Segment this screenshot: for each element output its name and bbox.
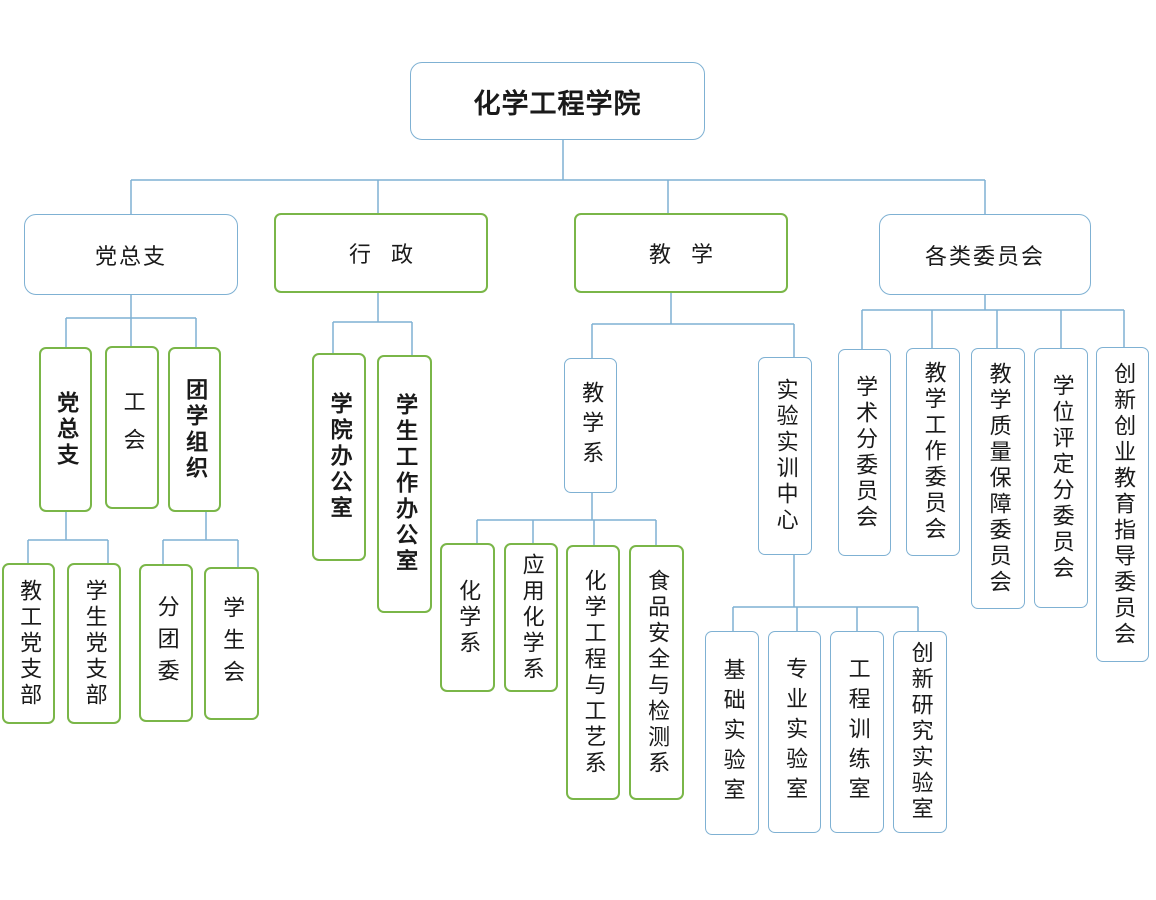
- node-student-branch-label: 学生党支部: [81, 578, 107, 709]
- node-union-label: 工会: [119, 389, 145, 466]
- node-dept-applied-chem: 应用化学系: [504, 543, 558, 692]
- node-lab-engineering-label: 工程训练室: [844, 657, 870, 807]
- node-league-committee-label: 分团委: [153, 595, 179, 691]
- node-departments-label: 教学系: [578, 380, 604, 471]
- node-lab-engineering: 工程训练室: [830, 631, 884, 833]
- node-student-branch: 学生党支部: [67, 563, 121, 724]
- node-admin-label: 行政: [348, 243, 433, 268]
- node-office-label: 学院办公室: [326, 392, 352, 522]
- node-union: 工会: [105, 346, 159, 509]
- node-committee-innovation: 创新创业教育指导委员会: [1096, 347, 1149, 662]
- node-staff-branch-label: 教工党支部: [16, 578, 42, 709]
- node-dept-chem-eng-label: 化学工程与工艺系: [580, 568, 606, 777]
- node-committee-teaching-label: 教学工作委员会: [920, 361, 946, 543]
- node-lab-center-label: 实验实训中心: [772, 378, 798, 534]
- node-office: 学院办公室: [312, 353, 366, 561]
- node-dept-food-safety: 食品安全与检测系: [629, 545, 684, 800]
- node-party-branch: 党总支: [39, 347, 92, 512]
- node-committees-label: 各类委员会: [924, 244, 1045, 270]
- node-committee-innovation-label: 创新创业教育指导委员会: [1110, 361, 1136, 648]
- node-dept-chem-eng: 化学工程与工艺系: [566, 545, 620, 800]
- root-label: 化学工程学院: [473, 88, 642, 120]
- node-committee-degree: 学位评定分委员会: [1034, 348, 1088, 608]
- node-committee-academic: 学术分委员会: [838, 349, 891, 556]
- node-lab-professional-label: 专业实验室: [782, 657, 808, 807]
- node-dept-food-safety-label: 食品安全与检测系: [644, 568, 670, 777]
- node-student-office: 学生工作办公室: [377, 355, 432, 613]
- node-dept-chem: 化学系: [440, 543, 495, 692]
- node-party-label: 党总支: [94, 244, 167, 270]
- node-student-office-label: 学生工作办公室: [392, 393, 418, 575]
- node-lab-center: 实验实训中心: [758, 357, 812, 555]
- node-departments: 教学系: [564, 358, 617, 493]
- node-dept-applied-chem-label: 应用化学系: [518, 552, 544, 683]
- node-league: 团学组织: [168, 347, 221, 512]
- node-staff-branch: 教工党支部: [2, 563, 55, 724]
- node-committees: 各类委员会: [879, 214, 1091, 295]
- node-admin: 行政: [274, 213, 488, 293]
- node-committee-academic-label: 学术分委员会: [852, 374, 878, 531]
- node-teaching-label: 教学: [648, 243, 733, 268]
- node-teaching: 教学: [574, 213, 788, 293]
- node-committee-quality-label: 教学质量保障委员会: [985, 361, 1011, 596]
- node-lab-innovation: 创新研究实验室: [893, 631, 947, 833]
- node-lab-basic-label: 基础实验室: [719, 658, 745, 808]
- root-node: 化学工程学院: [410, 62, 705, 140]
- node-league-committee: 分团委: [139, 564, 193, 722]
- node-committee-teaching: 教学工作委员会: [906, 348, 960, 556]
- node-dept-chem-label: 化学系: [455, 578, 481, 657]
- node-league-label: 团学组织: [182, 377, 208, 482]
- node-lab-basic: 基础实验室: [705, 631, 759, 835]
- node-lab-professional: 专业实验室: [768, 631, 821, 833]
- node-committee-quality: 教学质量保障委员会: [971, 348, 1025, 609]
- node-lab-innovation-label: 创新研究实验室: [907, 641, 933, 823]
- node-committee-degree-label: 学位评定分委员会: [1048, 374, 1074, 582]
- node-student-union-label: 学生会: [219, 595, 245, 692]
- node-student-union: 学生会: [204, 567, 259, 720]
- node-party-branch-label: 党总支: [53, 390, 79, 469]
- node-party: 党总支: [24, 214, 238, 295]
